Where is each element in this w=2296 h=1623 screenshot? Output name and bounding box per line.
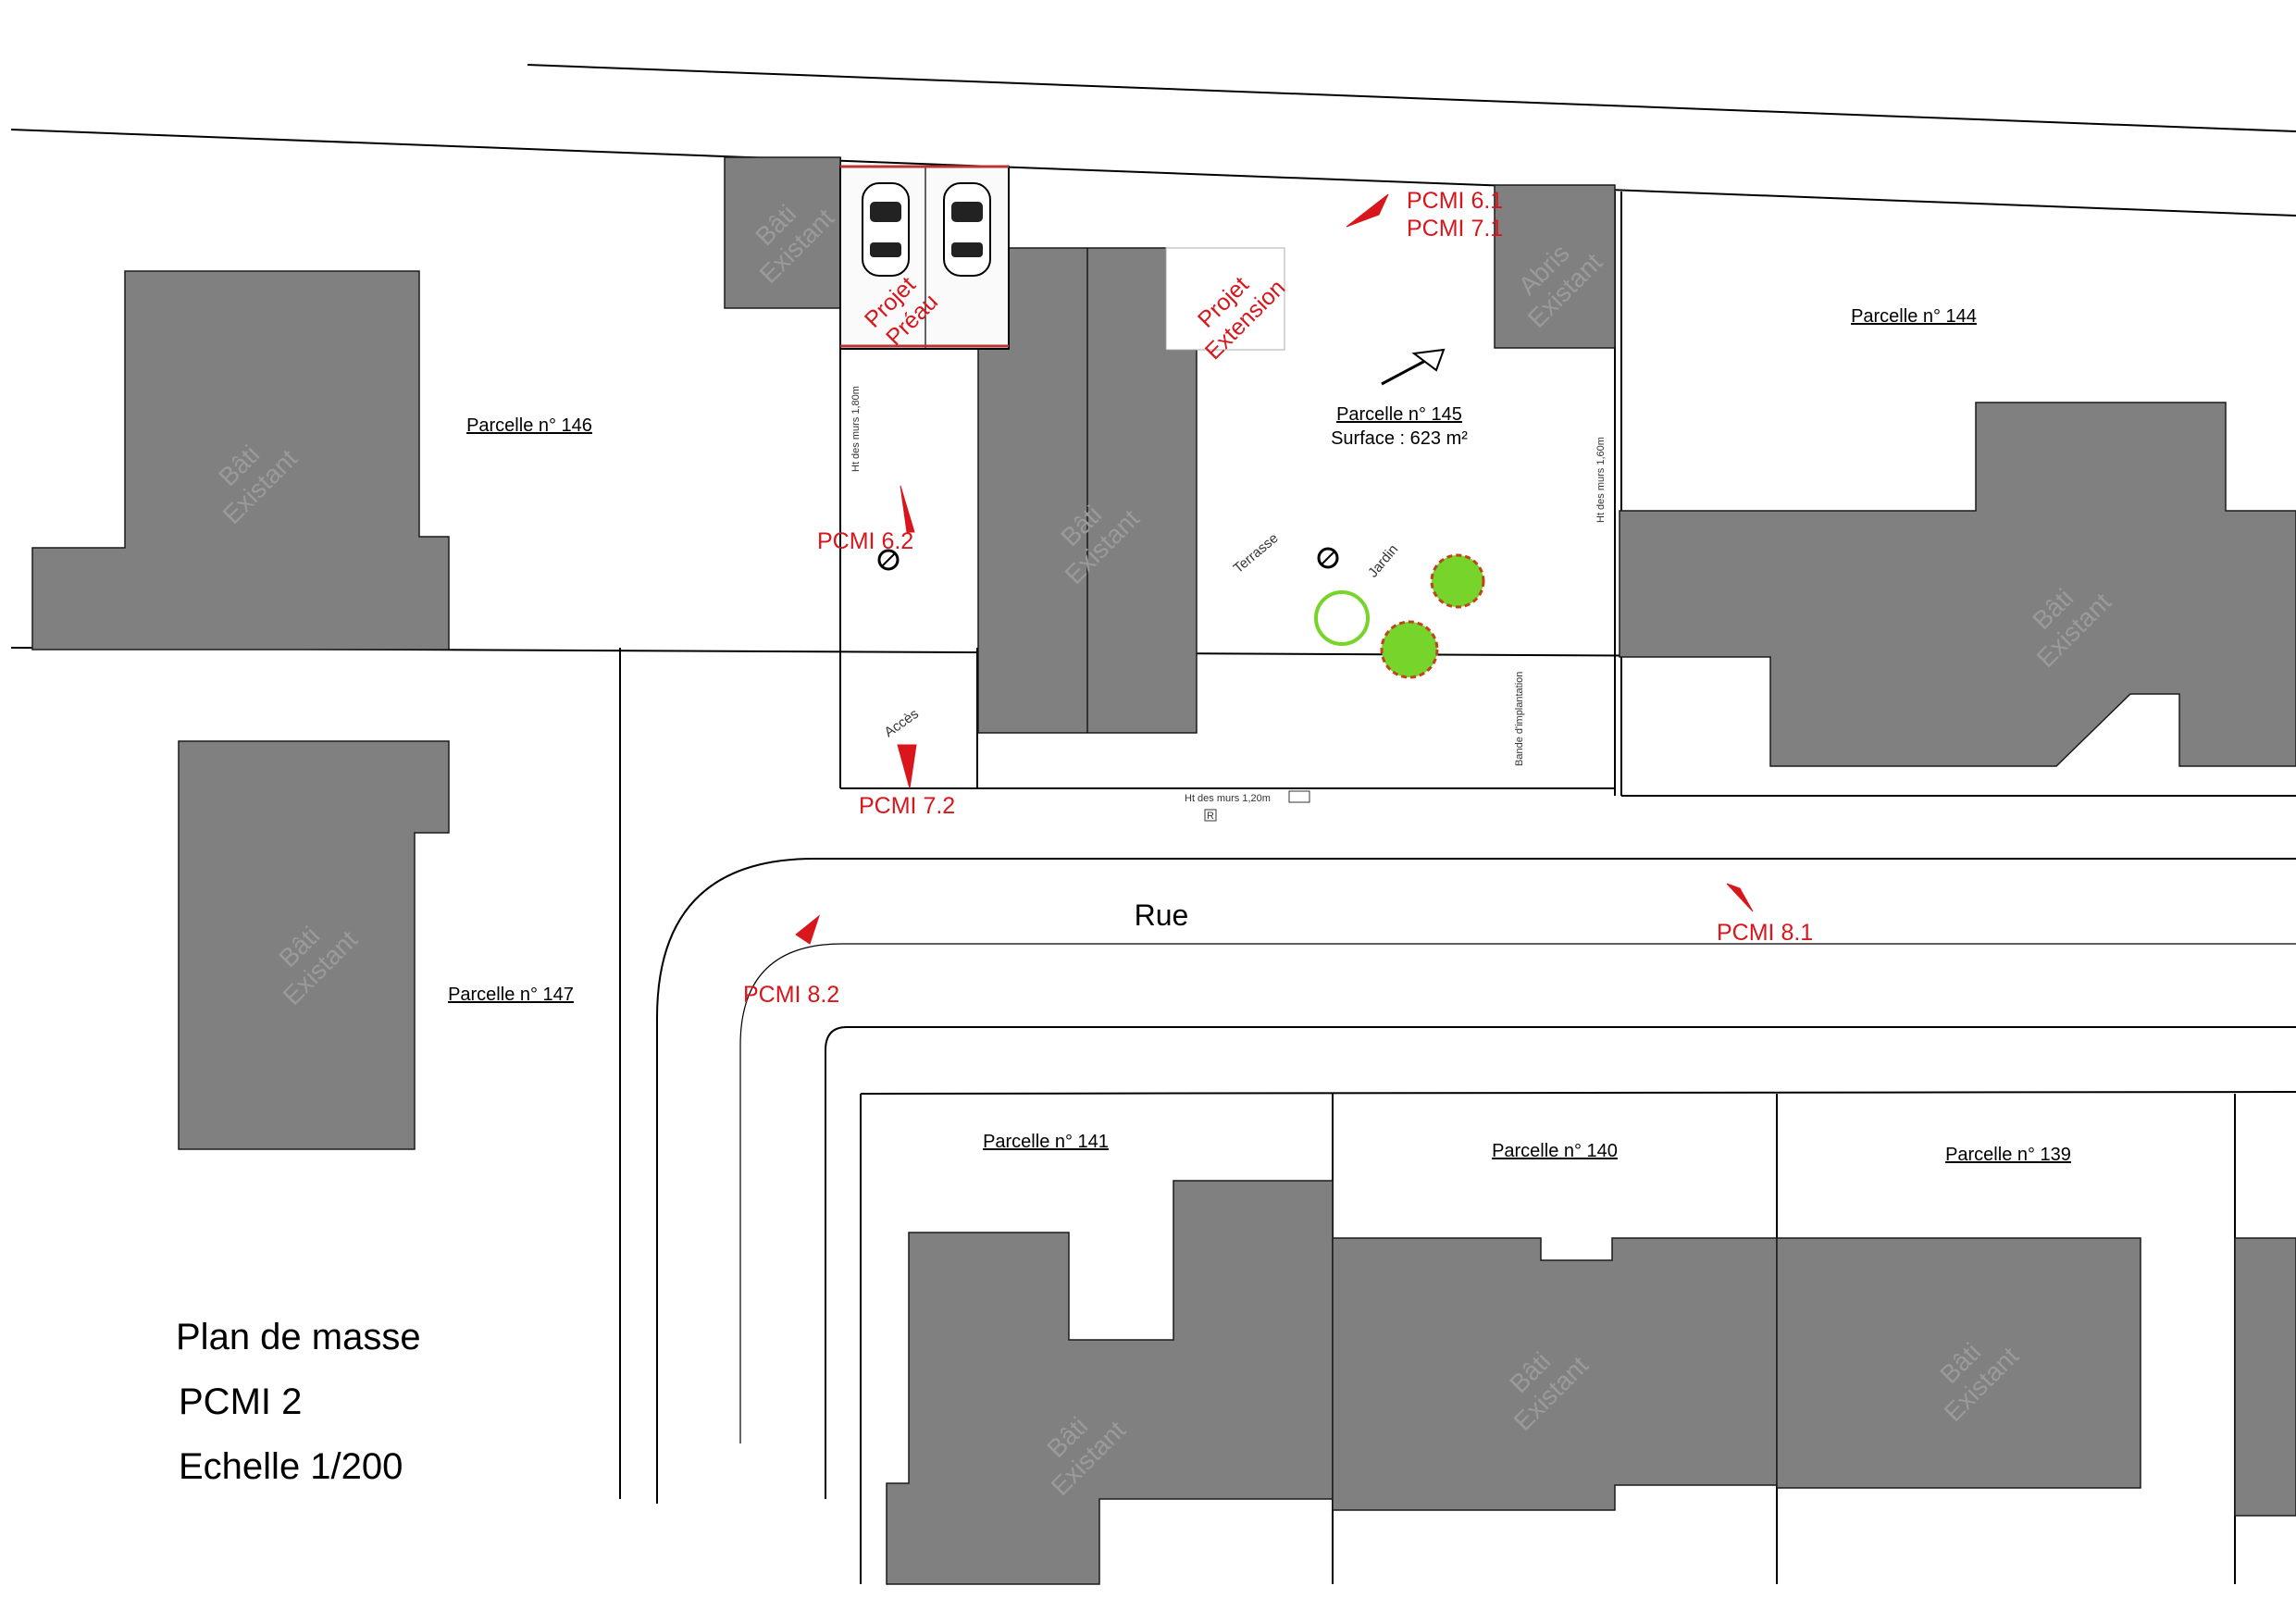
- acces-label: Accès: [882, 706, 922, 740]
- tree-icon: [1430, 553, 1485, 609]
- parcel-141-label: Parcelle n° 141: [983, 1132, 1109, 1152]
- building-144: [1619, 402, 2296, 767]
- parcel-147-label: Parcelle n° 147: [448, 985, 574, 1005]
- parcel-144-label: Parcelle n° 144: [1851, 306, 1977, 327]
- building-right-edge: [2234, 1237, 2296, 1517]
- pcmi-7-2-label: PCMI 7.2: [859, 793, 955, 819]
- building-147: [178, 740, 450, 1150]
- pcmi-6-2-label: PCMI 6.2: [817, 528, 913, 554]
- viewpoint-markers: [795, 193, 1754, 945]
- pcmi-8-2-label: PCMI 8.2: [743, 982, 839, 1008]
- surface-label: Surface : 623 m²: [1331, 428, 1468, 449]
- tree-icon: [1314, 590, 1370, 646]
- parcel-labels: Parcelle n° 146 Parcelle n° 144 Parcelle…: [448, 306, 2071, 1165]
- buildings: [31, 156, 2296, 1585]
- viewpoint-circle-icon: [1317, 547, 1339, 569]
- abris-existant: [1494, 184, 1616, 349]
- pcmi-6-2-arrow-icon: [900, 485, 915, 533]
- trees: [1314, 553, 1485, 679]
- parcel-146-label: Parcelle n° 146: [466, 415, 592, 436]
- tree-icon: [1380, 620, 1439, 679]
- car-icon: [862, 182, 910, 277]
- ht-murs-160-label: Ht des murs 1,60m: [1595, 437, 1607, 523]
- street-label: Rue: [1135, 898, 1189, 932]
- viewpoint-circle-icon: [877, 549, 900, 571]
- building-139: [1776, 1237, 2141, 1489]
- pcmi-7-1-label: PCMI 7.1: [1407, 216, 1503, 242]
- terrasse-label: Terrasse: [1231, 530, 1282, 576]
- jardin-label: Jardin: [1365, 541, 1401, 580]
- annotations: Terrasse Jardin Accès Bande d'implantati…: [850, 386, 1607, 822]
- car-icon: [943, 182, 991, 277]
- r-mark: R: [1207, 811, 1214, 822]
- parcel-145-label: Parcelle n° 145: [1336, 404, 1462, 425]
- building-141: [886, 1180, 1334, 1585]
- plan-title: Plan de masse: [176, 1317, 421, 1357]
- parcel-139-label: Parcelle n° 139: [1945, 1145, 2071, 1165]
- pcmi-8-1-arrow-icon: [1726, 883, 1754, 912]
- title-block: Plan de masse PCMI 2 Echelle 1/200: [176, 1317, 421, 1487]
- projet-extension: Projet Extension: [1165, 247, 1290, 365]
- building-146: [31, 270, 450, 650]
- pcmi-labels: PCMI 6.1 PCMI 7.1 PCMI 6.2 PCMI 7.2 PCMI…: [743, 188, 1813, 1008]
- pcmi-6-1-label: PCMI 6.1: [1407, 188, 1503, 214]
- parcel-140-label: Parcelle n° 140: [1492, 1141, 1618, 1161]
- pcmi-7-2-arrow-icon: [897, 744, 917, 789]
- pcmi-8-1-label: PCMI 8.1: [1717, 920, 1813, 946]
- projet-preau: Projet Préau: [839, 165, 1010, 351]
- plan-scale: Echelle 1/200: [179, 1446, 403, 1487]
- ht-murs-180-label: Ht des murs 1,80m: [850, 386, 862, 472]
- ht-murs-120-label: Ht des murs 1,20m: [1185, 793, 1271, 804]
- pcmi-6-1-arrow-icon: [1346, 193, 1389, 228]
- building-top-left: [724, 156, 841, 309]
- bande-label: Bande d'implantation: [1514, 672, 1525, 766]
- pcmi-8-2-arrow-icon: [795, 914, 821, 945]
- north-arrow-icon: [1381, 348, 1446, 386]
- plan-code: PCMI 2: [179, 1381, 302, 1422]
